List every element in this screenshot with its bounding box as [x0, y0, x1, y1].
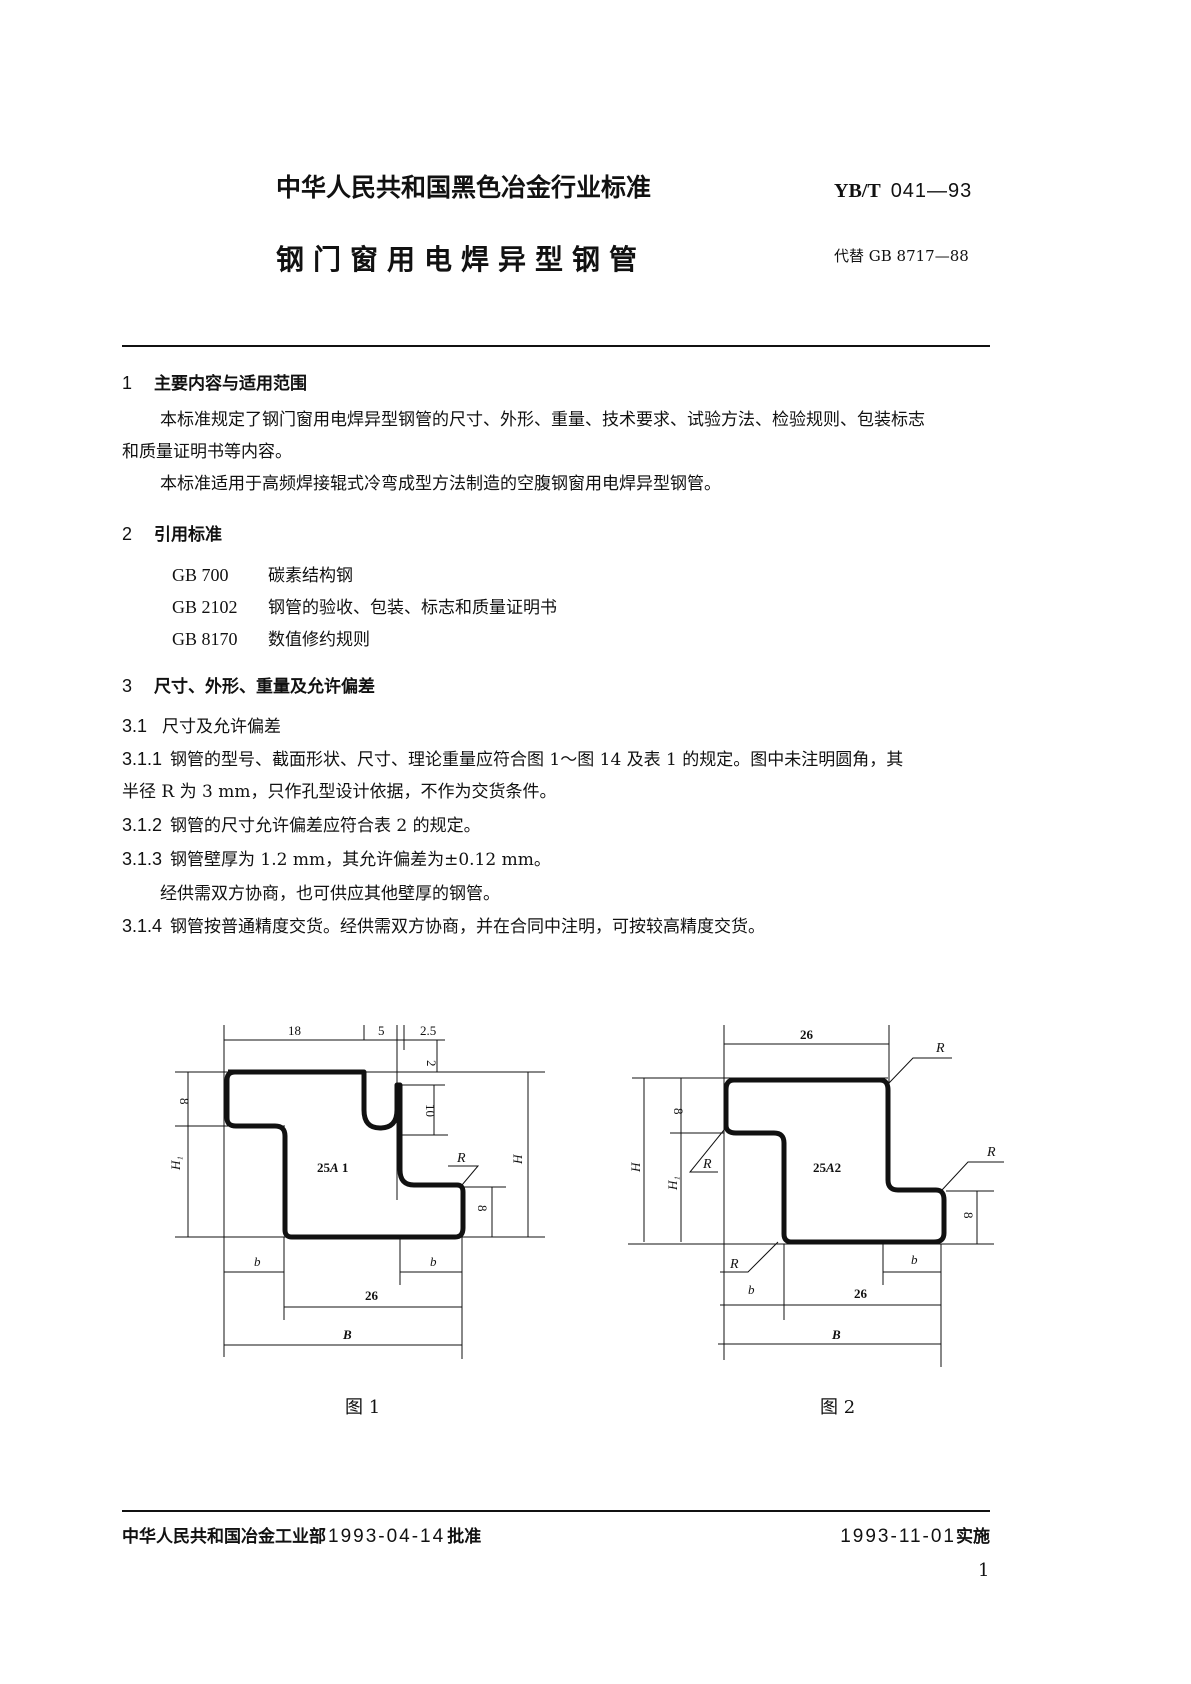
svg-text:b: b [430, 1254, 437, 1269]
effective-line: 1993-11-01实施 [840, 1526, 990, 1547]
svg-text:H₁: H₁ [665, 1176, 680, 1191]
svg-text:8: 8 [961, 1212, 976, 1219]
header-rule [122, 345, 990, 347]
svg-text:R: R [729, 1257, 739, 1272]
svg-text:H: H [510, 1154, 525, 1165]
page-number: 1 [978, 1560, 990, 1581]
section-1-para-1-cont: 和质量证明书等内容。 [122, 442, 292, 462]
svg-text:26: 26 [854, 1286, 868, 1301]
svg-text:10: 10 [423, 1104, 438, 1117]
svg-text:25A 1: 25A 1 [317, 1160, 348, 1175]
svg-text:R: R [935, 1041, 945, 1056]
standard-code-prefix: YB/T [834, 180, 881, 202]
svg-text:b: b [748, 1282, 755, 1297]
replaces-note: 代替 GB 8717—88 [834, 247, 969, 265]
svg-text:2.5: 2.5 [420, 1023, 436, 1038]
svg-text:H₁: H₁ [168, 1156, 183, 1171]
figure-1-caption: 图 1 [345, 1397, 381, 1418]
svg-text:R: R [456, 1151, 466, 1166]
clause-3-1-1-cont: 半径 R 为 3 mm，只作孔型设计依据，不作为交货条件。 [122, 782, 557, 802]
svg-text:B: B [342, 1327, 352, 1342]
svg-text:2: 2 [424, 1060, 439, 1067]
figure-2-caption: 图 2 [820, 1397, 856, 1418]
fig1-dim-18: 18 [288, 1023, 301, 1038]
standard-code: YB/T 041—93 [834, 178, 972, 203]
section-1-para-1: 本标准规定了钢门窗用电焊异型钢管的尺寸、外形、重量、技术要求、试验方法、检验规则… [160, 410, 925, 430]
svg-text:b: b [254, 1254, 261, 1269]
svg-text:B: B [831, 1327, 841, 1342]
section-1-para-2: 本标准适用于高频焊接辊式冷弯成型方法制造的空腹钢窗用电焊异型钢管。 [160, 474, 721, 494]
svg-text:8: 8 [475, 1205, 490, 1212]
standard-code-number: 041—93 [890, 180, 973, 202]
effective-date: 1993-11-01 [840, 1526, 956, 1547]
svg-text:8: 8 [177, 1098, 192, 1105]
svg-text:H: H [628, 1162, 643, 1173]
svg-text:26: 26 [800, 1027, 814, 1042]
svg-text:R: R [702, 1157, 712, 1172]
document-title: 钢门窗用电焊异型钢管 [276, 243, 647, 276]
svg-text:b: b [911, 1252, 918, 1267]
approve-date: 1993-04-14 [328, 1526, 446, 1547]
svg-text:R: R [986, 1145, 996, 1160]
svg-text:25A2: 25A2 [813, 1160, 841, 1175]
svg-text:26: 26 [365, 1288, 379, 1303]
svg-text:8: 8 [671, 1108, 686, 1115]
svg-text:5: 5 [378, 1023, 385, 1038]
footer-rule [122, 1510, 990, 1512]
clause-3-1-3-cont: 经供需双方协商，也可供应其他壁厚的钢管。 [160, 884, 500, 904]
issuer-title: 中华人民共和国黑色冶金行业标准 [276, 173, 652, 202]
